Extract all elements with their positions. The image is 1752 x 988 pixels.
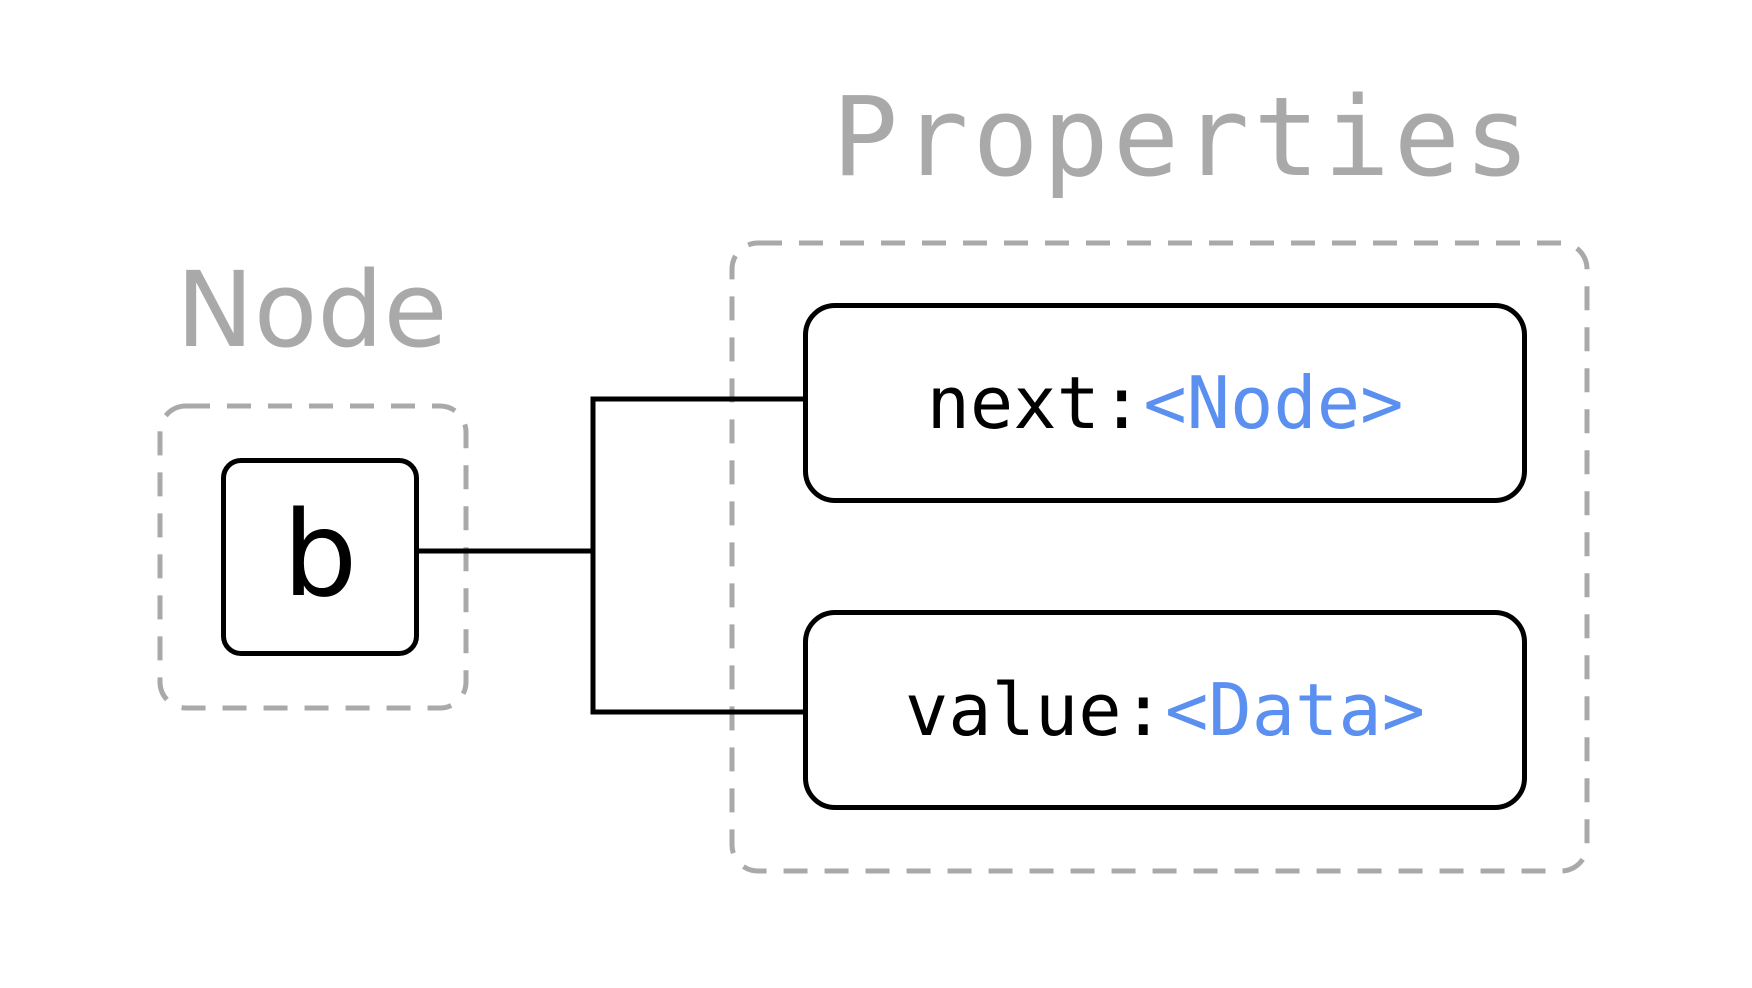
connector-branches [590,396,805,715]
node-heading: Node [176,249,448,371]
property-type: <Data> [1165,668,1426,752]
property-type: <Node> [1143,361,1404,445]
property-next-box: next: <Node> [803,303,1527,503]
property-separator: : [1099,361,1144,445]
node-name: b [282,485,358,623]
properties-heading: Properties [832,73,1535,201]
node-box: b [221,458,419,656]
node-group-border [157,403,469,711]
property-value-box: value: <Data> [803,610,1527,810]
property-name: value [904,668,1122,752]
property-separator: : [1121,668,1165,752]
property-name: next [926,361,1100,445]
properties-group-border [729,240,1590,874]
